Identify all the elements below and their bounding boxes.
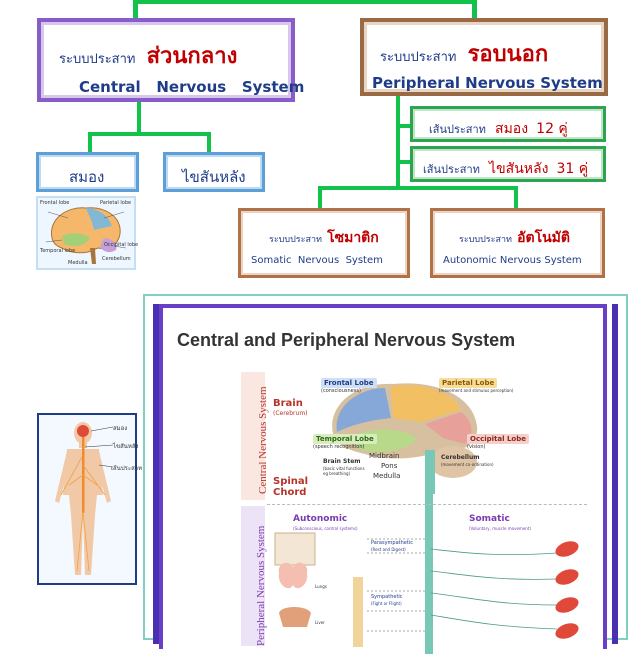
connector-autonomic-down — [514, 186, 518, 208]
temporal-lobe-sub: (speech recognition) — [313, 444, 365, 450]
pns-thai-prefix: ระบบประสาท — [380, 50, 457, 65]
brain-illustration: Frontal lobe Parietal lobe Occipital lob… — [36, 196, 139, 270]
occipital-lobe-sub: (vision) — [467, 444, 486, 450]
brainstem-sub: (basic vital functions eg breathing) — [323, 466, 365, 476]
brain-label-medulla: Medulla — [68, 260, 88, 266]
connector-top-right-vertical — [472, 0, 477, 18]
connector-cns-down — [137, 102, 141, 134]
autonomic-box: ระบบประสาท อัตโนมัติ Autonomic Nervous S… — [430, 208, 605, 278]
body-label-nerves: เส้นประสาท — [111, 465, 143, 472]
parietal-lobe-sub: (movement and stimulus perception) — [439, 388, 514, 393]
brain-heading: Brain — [273, 398, 303, 409]
body-label-spinal: ไขสันหลัง — [113, 443, 139, 450]
parasympathetic-label: Parasympathetic — [371, 540, 413, 546]
spinal-nerves-main: ไขสันหลัง — [489, 161, 549, 177]
brain-label-frontal: Frontal lobe — [40, 200, 70, 206]
connector-top-left-vertical — [133, 0, 138, 18]
brain-label-cerebellum: Cerebellum — [102, 256, 131, 262]
somatic-sub: (Voluntary, muscle movement) — [469, 526, 531, 531]
cranial-count: 12 คู่ — [536, 121, 568, 137]
autonomic-heading: Autonomic — [293, 514, 348, 524]
figure-right-rule — [612, 304, 618, 644]
human-body-drawing — [55, 422, 114, 575]
figure-left-rule — [153, 304, 159, 644]
sympathetic-label: Sympathetic — [371, 594, 403, 600]
spinal-cord-box: ไขสันหลัง — [163, 152, 265, 192]
somatic-heading: Somatic — [469, 514, 510, 524]
brain-drawing — [45, 207, 127, 264]
pns-organs-drawing — [274, 532, 579, 647]
brain-heading-sub: (Cerebrum) — [273, 410, 308, 417]
brain-box: สมอง — [36, 152, 139, 192]
cranial-prefix: เส้นประสาท — [429, 123, 486, 136]
cns-thai-prefix: ระบบประสาท — [59, 52, 136, 67]
somatic-thai-main: โซมาติก — [327, 230, 379, 246]
pns-box: ระบบประสาท รอบนอก Peripheral Nervous Sys… — [360, 18, 608, 96]
cns-pns-divider — [267, 504, 587, 505]
connector-spinal-nerve-branch — [396, 160, 412, 164]
cranial-main: สมอง — [495, 121, 529, 137]
cns-english-label: Central Nervous System — [79, 78, 305, 96]
midbrain-label: Midbrain — [369, 452, 400, 460]
cns-side-band — [241, 372, 265, 500]
connector-brain-down — [88, 132, 92, 152]
pns-side-label: Peripheral Nervous System — [255, 525, 267, 646]
parietal-lobe-tag: Parietal Lobe — [439, 378, 498, 388]
sympathetic-sub: (Fight or Flight) — [371, 601, 402, 606]
connector-spinal-down — [207, 132, 211, 152]
connector-top-horizontal — [133, 0, 476, 4]
pons-label: Pons — [381, 462, 398, 470]
cerebellum-label: Cerebellum — [441, 454, 480, 461]
medulla-label: Medulla — [373, 472, 401, 480]
temporal-lobe-tag: Temporal Lobe — [313, 434, 377, 444]
brain-box-label: สมอง — [69, 168, 105, 186]
figure-outer-panel: Central and Peripheral Nervous System Ce… — [143, 294, 628, 654]
liver-label: Liver — [315, 620, 325, 625]
pns-side-band — [241, 506, 265, 646]
cranial-nerves-box: เส้นประสาท สมอง 12 คู่ — [410, 106, 606, 142]
connector-pns-down — [396, 96, 400, 188]
cns-thai-main: ส่วนกลาง — [146, 44, 238, 69]
parasympathetic-sub: (Rest and Digest) — [371, 547, 406, 552]
spinal-chord-heading: Spinal Chord — [273, 476, 309, 498]
autonomic-sub: (Subconscious, control systems) — [293, 526, 358, 531]
body-label-brain: สมอง — [113, 425, 128, 432]
autonomic-thai-prefix: ระบบประสาท — [459, 235, 512, 245]
connector-pns-horizontal — [318, 186, 518, 190]
cns-box: ระบบประสาท ส่วนกลาง Central Nervous Syst… — [37, 18, 304, 102]
brain-label-temporal: Temporal lobe — [40, 248, 76, 254]
brain-label-occipital: Occipital lobe — [104, 242, 139, 248]
pns-thai-main: รอบนอก — [467, 42, 549, 67]
brainstem-label: Brain Stem — [323, 458, 361, 465]
cns-side-label: Central Nervous System — [257, 386, 269, 494]
spinal-cord-line — [425, 494, 433, 654]
spinal-nerves-count: 31 คู่ — [556, 161, 589, 177]
frontal-lobe-tag: Frontal Lobe — [321, 378, 377, 388]
cerebellum-sub: (movement co-ordination) — [441, 462, 494, 467]
connector-somatic-down — [318, 186, 322, 208]
figure-title: Central and Peripheral Nervous System — [177, 330, 516, 350]
somatic-english-label: Somatic Nervous System — [251, 255, 383, 266]
connector-cns-horizontal — [88, 132, 211, 136]
figure-inner-panel: Central and Peripheral Nervous System Ce… — [159, 304, 607, 654]
spinal-cord-box-label: ไขสันหลัง — [182, 168, 246, 186]
somatic-box: ระบบประสาท โซมาติก Somatic Nervous Syste… — [238, 208, 410, 278]
spinal-nerves-box: เส้นประสาท ไขสันหลัง 31 คู่ — [410, 146, 606, 182]
connector-cranial-branch — [396, 124, 412, 128]
pns-english-label: Peripheral Nervous System — [372, 74, 603, 92]
somatic-thai-prefix: ระบบประสาท — [269, 235, 322, 245]
human-body-illustration: สมอง ไขสันหลัง เส้นประสาท — [37, 413, 142, 585]
occipital-lobe-tag: Occipital Lobe — [467, 434, 529, 444]
brain-label-parietal: Parietal lobe — [100, 200, 132, 206]
spinal-nerves-prefix: เส้นประสาท — [423, 163, 480, 176]
lungs-label: Lungs — [315, 584, 327, 589]
autonomic-thai-main: อัตโนมัติ — [517, 230, 570, 246]
frontal-lobe-sub: (consciousness) — [321, 388, 361, 394]
autonomic-english-label: Autonomic Nervous System — [443, 255, 582, 266]
